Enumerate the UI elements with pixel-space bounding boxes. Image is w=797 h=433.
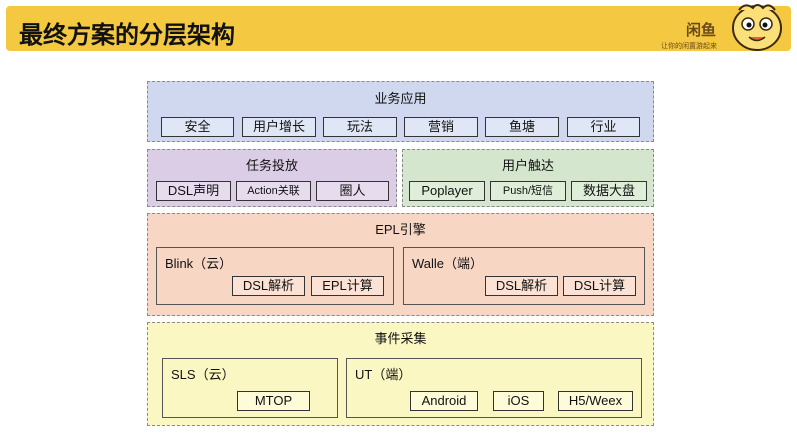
sls-title: SLS（云）: [171, 367, 235, 382]
layer-event-collection: 事件采集 SLS（云） MTOP UT（端） Android iOS H5/We…: [147, 322, 654, 426]
item-data-dashboard: 数据大盘: [571, 181, 647, 201]
item-h5-weex: H5/Weex: [558, 391, 633, 411]
item-walle-dsl-compute: DSL计算: [563, 276, 636, 296]
item-audience: 圈人: [316, 181, 389, 201]
layer-title: 业务应用: [374, 91, 427, 106]
item-gameplay: 玩法: [323, 117, 397, 137]
layer-epl-engine: EPL引擎 Blink（云） DSL解析 EPL计算 Walle（端） DSL解…: [147, 213, 654, 316]
title-banner: 最终方案的分层架构 闲鱼 让你的闲置游起来: [6, 6, 791, 51]
item-dsl-declaration: DSL声明: [156, 181, 231, 201]
layer-task-delivery: 任务投放 DSL声明 Action关联 圈人: [147, 149, 397, 207]
layer-title: EPL引擎: [375, 222, 426, 237]
item-push-sms: Push/短信: [490, 181, 566, 201]
item-mtop: MTOP: [237, 391, 310, 411]
item-fish-pond: 鱼塘: [485, 117, 559, 137]
blink-title: Blink（云）: [165, 256, 233, 271]
item-marketing: 营销: [404, 117, 478, 137]
ut-box: UT（端）: [346, 358, 642, 418]
item-android: Android: [410, 391, 478, 411]
logo-slogan: 让你的闲置游起来: [661, 43, 717, 50]
item-blink-epl-compute: EPL计算: [311, 276, 384, 296]
layer-business-apps: 业务应用 安全 用户增长 玩法 营销 鱼塘 行业: [147, 81, 654, 142]
item-security: 安全: [161, 117, 234, 137]
layer-title: 任务投放: [245, 158, 298, 173]
fish-mascot-icon: [732, 4, 782, 51]
logo-text: 闲鱼: [686, 21, 717, 39]
item-industry: 行业: [567, 117, 640, 137]
layer-title: 事件采集: [374, 331, 427, 346]
item-action-link: Action关联: [236, 181, 311, 201]
walle-title: Walle（端）: [412, 256, 484, 271]
page-title: 最终方案的分层架构: [19, 22, 235, 49]
ut-title: UT（端）: [355, 367, 412, 382]
item-poplayer: Poplayer: [409, 181, 485, 201]
blink-box: Blink（云）: [156, 247, 394, 305]
item-ios: iOS: [493, 391, 544, 411]
item-blink-dsl-parse: DSL解析: [232, 276, 305, 296]
item-user-growth: 用户增长: [242, 117, 316, 137]
sls-box: SLS（云）: [162, 358, 338, 418]
layer-user-reach: 用户触达 Poplayer Push/短信 数据大盘: [402, 149, 654, 207]
layer-title: 用户触达: [501, 158, 554, 173]
walle-box: Walle（端）: [403, 247, 645, 305]
item-walle-dsl-parse: DSL解析: [485, 276, 558, 296]
